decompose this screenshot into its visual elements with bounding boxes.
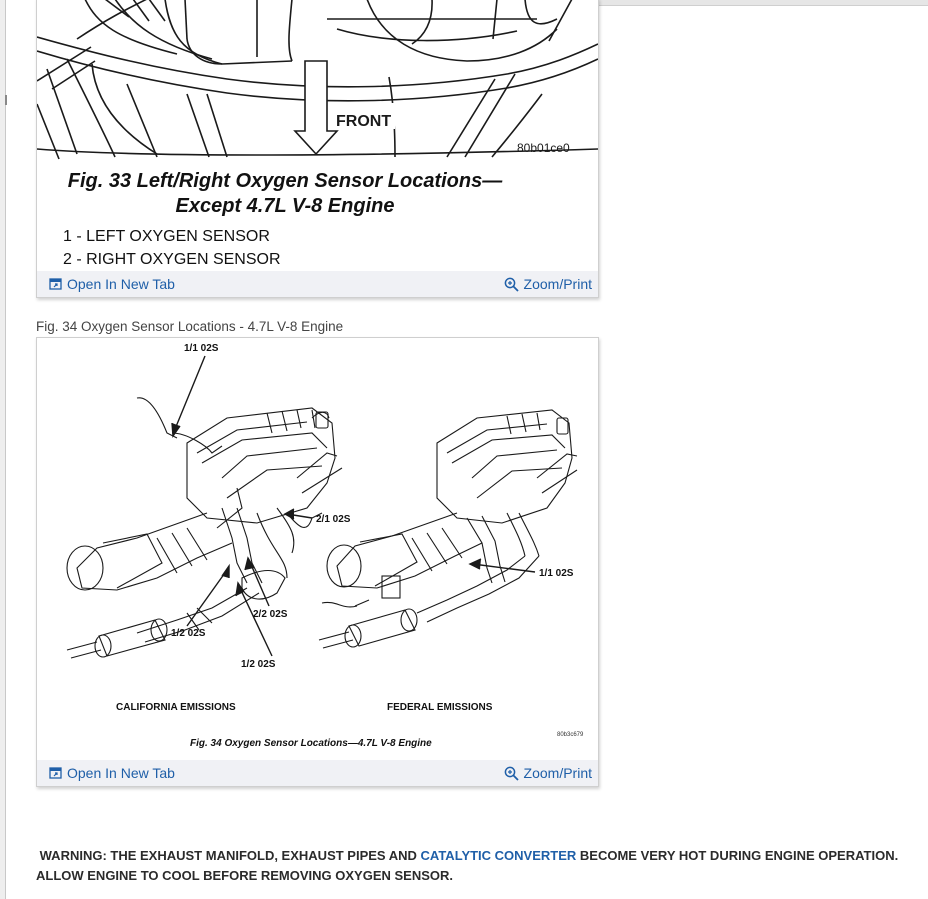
cal-21-o2s-label: 2/1 02S (316, 514, 351, 525)
figure-34-caption: Fig. 34 Oxygen Sensor Locations - 4.7L V… (36, 319, 344, 334)
left-edge-tick (5, 95, 7, 105)
figure-33-action-bar: Open In New Tab Zoom/Print (37, 271, 598, 297)
zoom-icon (504, 766, 519, 781)
top-edge-rule (598, 0, 928, 6)
warning-paragraph: WARNING: THE EXHAUST MANIFOLD, EXHAUST P… (36, 846, 916, 886)
cal-12-o2s-label-b: 1/2 02S (241, 659, 276, 670)
figure-33-zoom-print-link[interactable]: Zoom/Print (504, 276, 592, 292)
figure-33-open-label: Open In New Tab (67, 276, 175, 292)
figure-33-drawing: FRONT 80b01ce0 Fig. 33 Left/Right Oxygen… (37, 0, 598, 268)
figure-33-image: FRONT 80b01ce0 Fig. 33 Left/Right Oxygen… (37, 0, 598, 269)
figure-34-open-label: Open In New Tab (67, 765, 175, 781)
figure-34-inner-caption: Fig. 34 Oxygen Sensor Locations—4.7L V-8… (190, 738, 432, 749)
figure-33-card: FRONT 80b01ce0 Fig. 33 Left/Right Oxygen… (36, 0, 599, 298)
figure-33-zoom-label: Zoom/Print (523, 276, 592, 292)
figure-33-legend-item-1: 1 - LEFT OXYGEN SENSOR (63, 228, 270, 245)
federal-emissions-label: FEDERAL EMISSIONS (387, 702, 493, 713)
california-emissions-label: CALIFORNIA EMISSIONS (116, 702, 236, 713)
figure-34-card: 1/1 02S 2/1 02S 2/2 02S 1/2 02S 1/2 02S … (36, 337, 599, 787)
left-edge-rule (0, 0, 6, 899)
open-new-tab-icon (49, 767, 62, 779)
california-engine-drawing (66, 397, 343, 659)
cal-11-o2s-label: 1/1 02S (184, 343, 219, 354)
figure-34-action-bar: Open In New Tab Zoom/Print (37, 760, 598, 786)
figure-34-image: 1/1 02S 2/1 02S 2/2 02S 1/2 02S 1/2 02S … (37, 338, 598, 759)
cal-22-o2s-label: 2/2 02S (253, 609, 288, 620)
fed-11-o2s-label: 1/1 02S (539, 568, 574, 579)
warning-text-suffix: BECOME VERY HOT DURING ENGINE OPERATION.… (36, 848, 899, 883)
figure-33-image-code: 80b01ce0 (517, 141, 570, 155)
figure-33-front-label: FRONT (336, 113, 391, 130)
figure-34-zoom-print-link[interactable]: Zoom/Print (504, 765, 592, 781)
figure-33-legend-item-2: 2 - RIGHT OXYGEN SENSOR (63, 251, 281, 268)
figure-34-zoom-label: Zoom/Print (523, 765, 592, 781)
catalytic-converter-link[interactable]: CATALYTIC CONVERTER (420, 848, 577, 863)
figure-34-image-code: 80b3c679 (557, 732, 584, 738)
federal-engine-drawing (318, 409, 578, 649)
figure-33-open-in-new-tab-link[interactable]: Open In New Tab (49, 276, 175, 292)
cal-12-o2s-label-a: 1/2 02S (171, 628, 206, 639)
figure-34-open-in-new-tab-link[interactable]: Open In New Tab (49, 765, 175, 781)
open-new-tab-icon (49, 278, 62, 290)
figure-33-caption-line1: Fig. 33 Left/Right Oxygen Sensor Locatio… (68, 170, 504, 192)
figure-33-caption-line2: Except 4.7L V-8 Engine (176, 195, 395, 217)
warning-text-prefix: WARNING: THE EXHAUST MANIFOLD, EXHAUST P… (39, 848, 417, 863)
figure-34-drawing: 1/1 02S 2/1 02S 2/2 02S 1/2 02S 1/2 02S … (66, 343, 584, 749)
zoom-icon (504, 277, 519, 292)
